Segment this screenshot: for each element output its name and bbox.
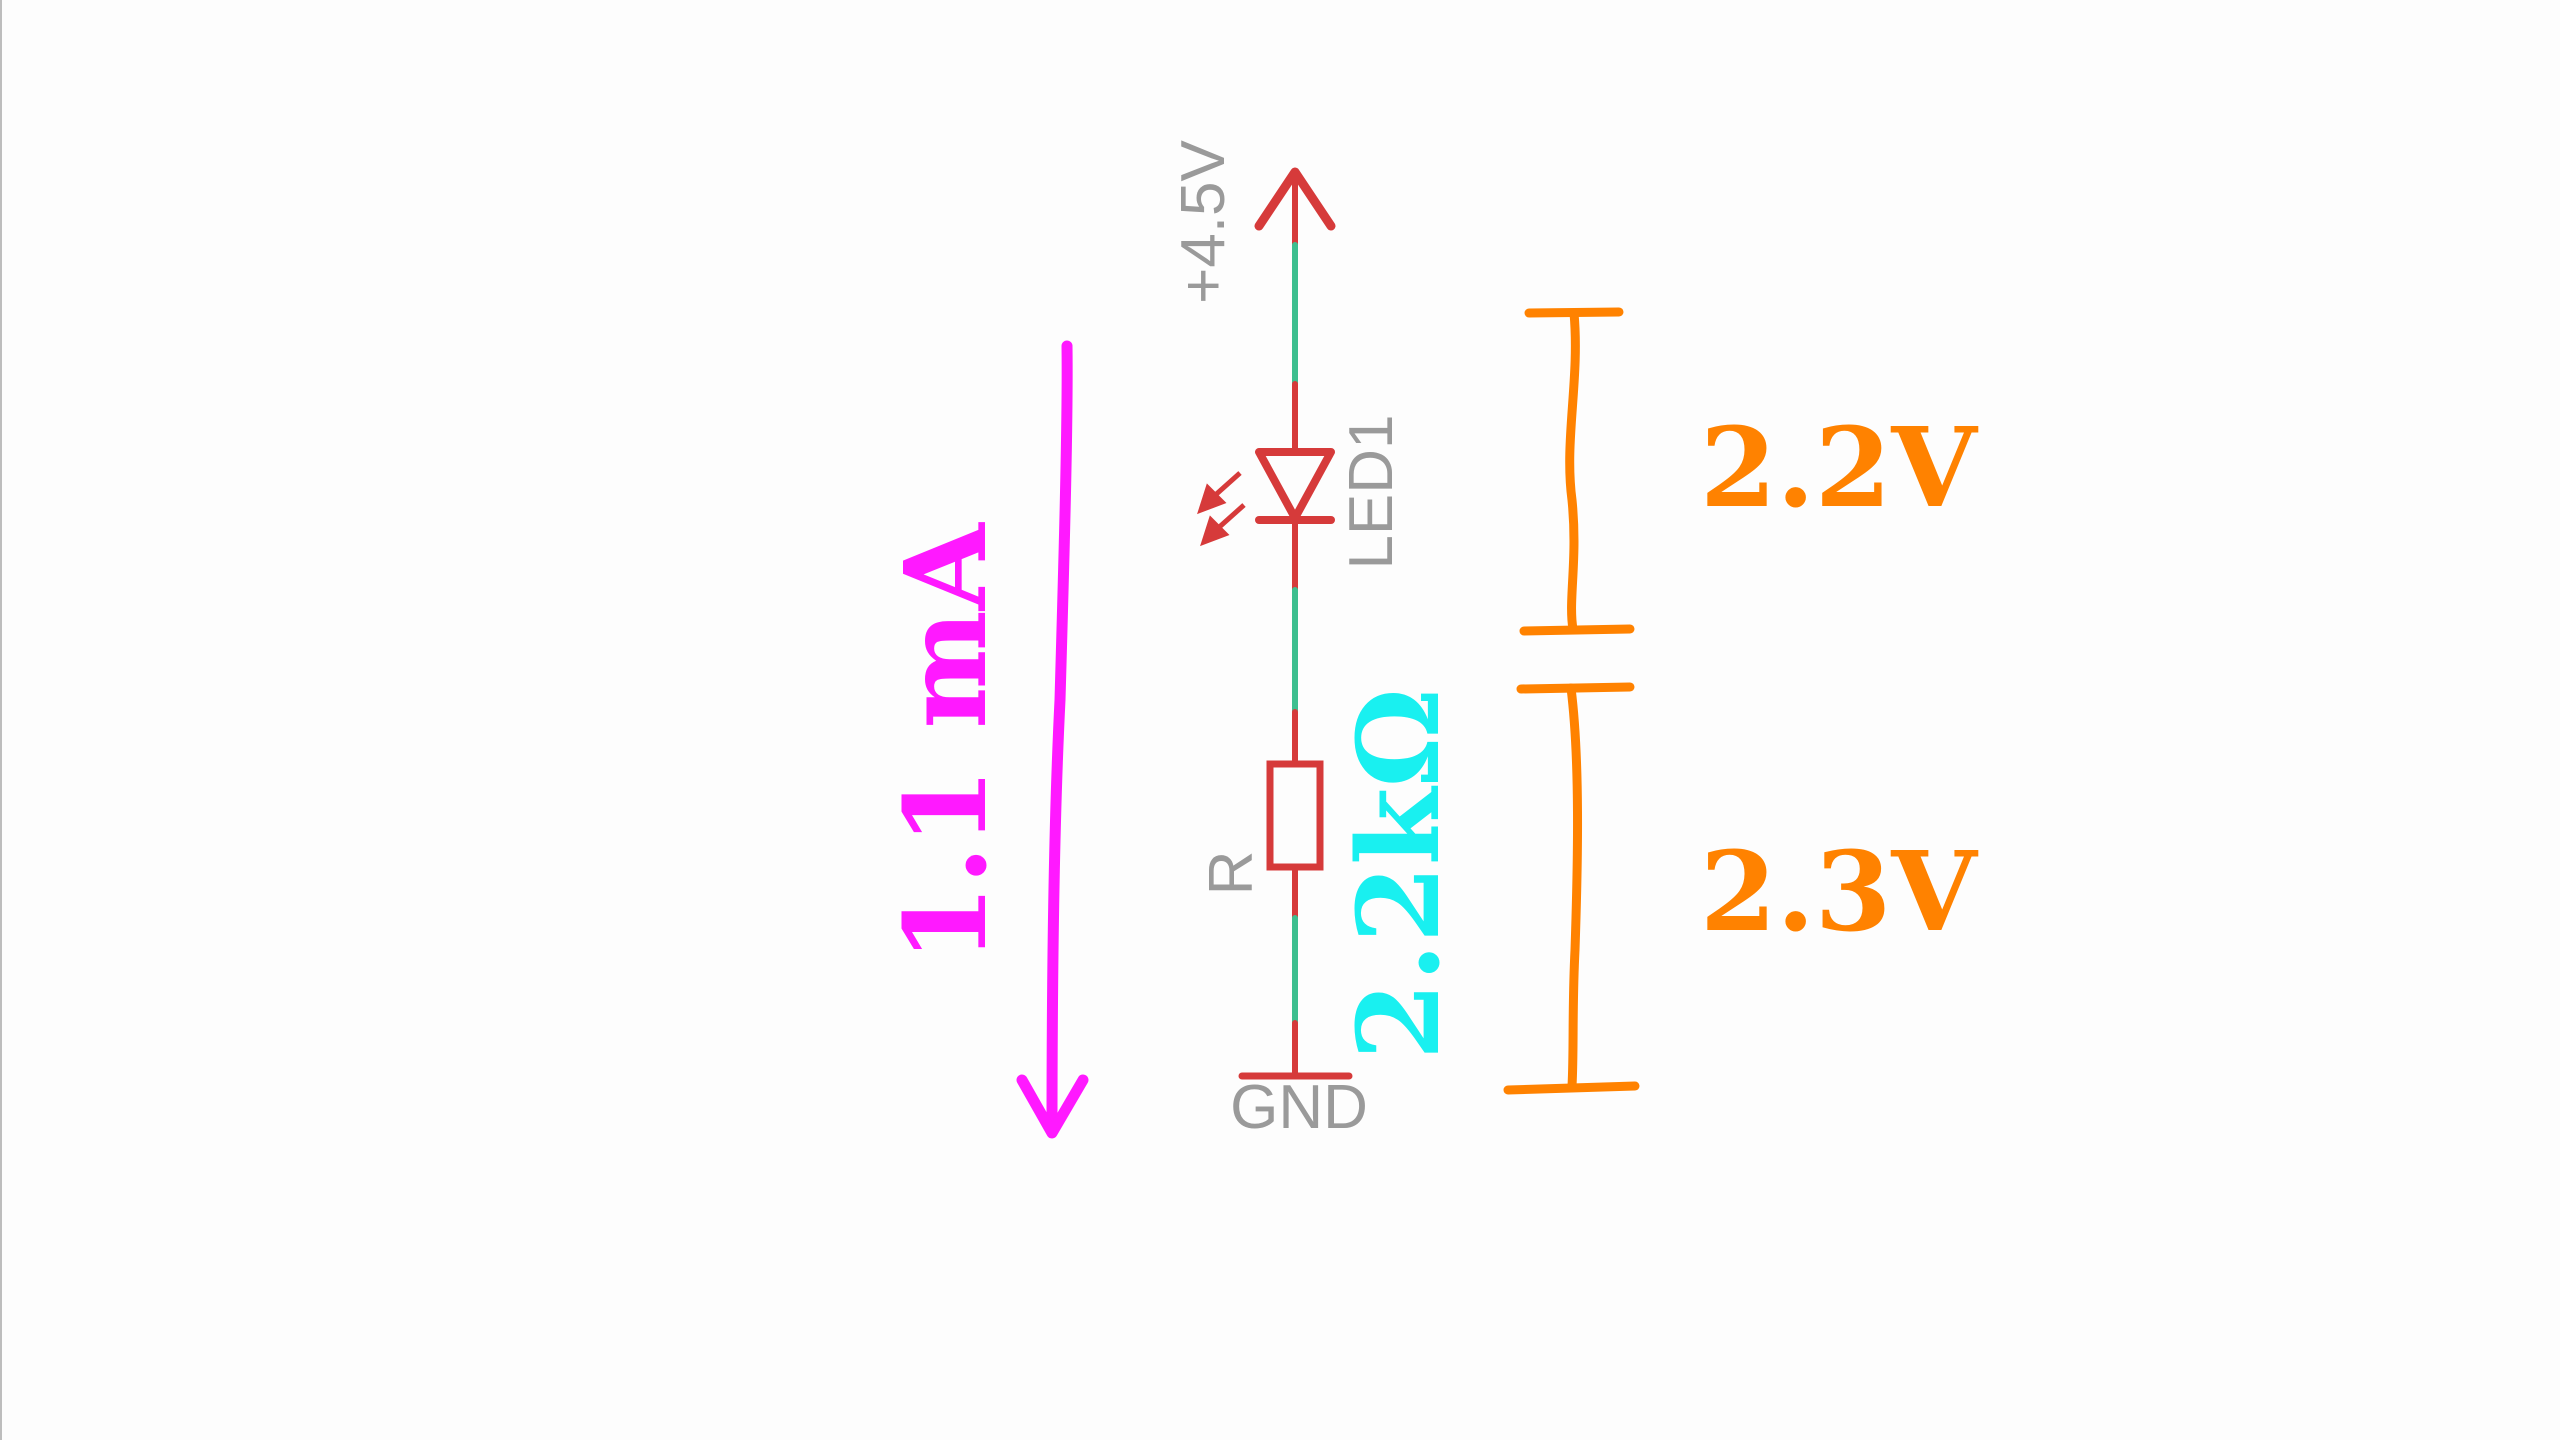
resistor-symbol (1266, 760, 1324, 871)
led-voltage-annotation: 2.2V (1700, 403, 1978, 532)
supply-label: +4.5V (1169, 139, 1238, 303)
led-symbol (1255, 448, 1335, 524)
resistor-voltage-annotation: 2.3V (1700, 827, 1978, 956)
voltage-bracket-led (1519, 307, 1635, 636)
voltage-bracket-resistor (1503, 682, 1640, 1095)
resistor-label: R (1197, 851, 1266, 896)
current-arrow-icon (1016, 340, 1089, 1139)
supply-arrow-icon (1254, 167, 1336, 231)
light-emission-icon (1197, 471, 1246, 547)
ground-label: GND (1230, 1073, 1368, 1142)
resistance-annotation: 2.2kΩ (1334, 688, 1465, 1060)
current-annotation: 1.1 mA (881, 521, 1012, 962)
led-label: LED1 (1337, 414, 1406, 569)
